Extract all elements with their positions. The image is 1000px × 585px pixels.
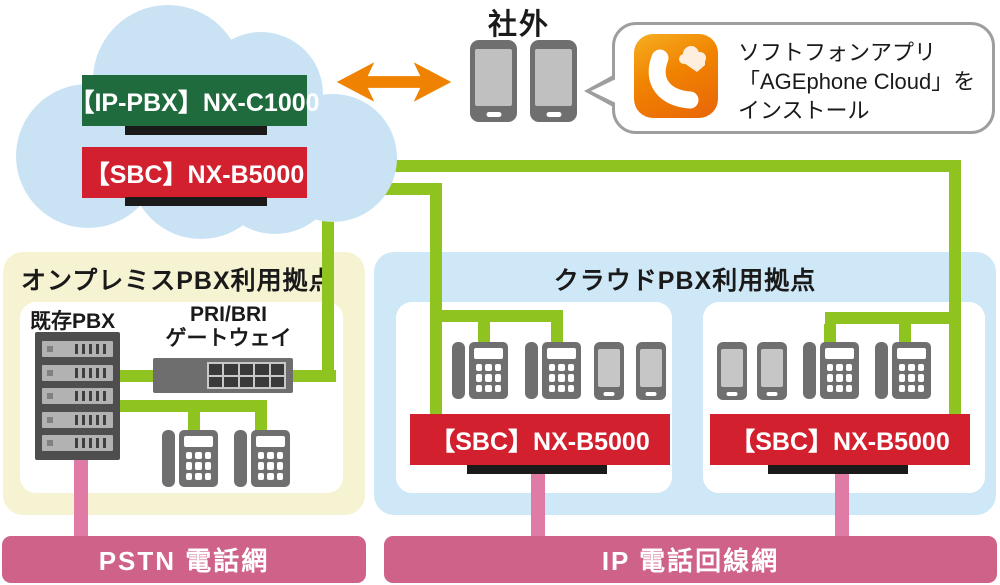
smartphone-icon (636, 342, 666, 400)
smartphone-icon (594, 342, 624, 400)
smartphone-icon (717, 342, 747, 400)
cloud-pbx-zone-title: クラウドPBX利用拠点 (553, 267, 817, 295)
gateway-icon (153, 358, 293, 393)
external-label: 社外 (487, 9, 550, 41)
agephone-app-icon (634, 34, 718, 118)
smartphone-icon (757, 342, 787, 400)
green-drop-right-phone2 (899, 324, 911, 343)
green-link-onprem-vertical (322, 216, 334, 382)
bubble-line-1: ソフトフォンアプリ (738, 40, 937, 65)
gateway-ports (207, 362, 286, 389)
green-link-right-vertical (949, 160, 961, 416)
smartphone-icon (530, 40, 577, 122)
green-link-top-horizontal (352, 160, 961, 172)
cloud-sbc-base (125, 197, 267, 206)
gateway-label-line1: PRI/BRI (189, 303, 267, 326)
onprem-zone-title: オンプレミスPBX利用拠点 (21, 267, 335, 295)
sbc-right-base (768, 465, 908, 474)
green-pbx-to-gateway (115, 370, 163, 382)
green-drop-left-phone1 (478, 322, 490, 343)
pink-link-pbx-pstn (74, 450, 88, 540)
desk-phone-icon (162, 430, 218, 487)
desk-phone-icon (525, 342, 581, 399)
bidirectional-arrow-icon (336, 62, 452, 102)
phone-handset-icon (648, 49, 699, 109)
green-drop-left-phone2 (551, 322, 563, 343)
pink-link-sbc-right (835, 470, 849, 540)
green-drop-onprem-phone1 (188, 412, 200, 432)
pink-link-sbc-left (531, 470, 545, 540)
existing-pbx-label: 既存PBX (30, 310, 116, 333)
sbc-box-left: 【SBC】NX-B5000 (410, 414, 670, 465)
gateway-label-line2: ゲートウェイ (165, 327, 292, 350)
desk-phone-icon (452, 342, 508, 399)
desk-phone-icon (234, 430, 290, 487)
cloud-sbc-box: 【SBC】NX-B5000 (82, 147, 307, 198)
desk-phone-icon (803, 342, 859, 399)
bubble-line-2: 「AGEphone Cloud」を (738, 69, 976, 94)
ip-network-bar: IP 電話回線網 (384, 536, 997, 583)
green-branch-right (825, 312, 961, 324)
ip-pbx-base (125, 126, 267, 135)
cloud-icon-small (679, 46, 706, 72)
gateway-label: PRI/BRI ゲートウェイ (160, 303, 297, 351)
smartphone-icon (470, 40, 517, 122)
desk-phone-icon (875, 342, 931, 399)
sbc-box-right: 【SBC】NX-B5000 (710, 414, 970, 465)
pbx-server-icon (35, 332, 120, 460)
ip-pbx-box: 【IP-PBX】NX-C1000 (69, 75, 320, 126)
bubble-text: ソフトフォンアプリ 「AGEphone Cloud」を インストール (738, 38, 975, 125)
green-drop-onprem-phone2 (255, 412, 267, 432)
bubble-line-3: インストール (738, 98, 870, 123)
sbc-left-base (467, 465, 607, 474)
green-drop-right-phone1 (824, 324, 836, 343)
green-branch-left (430, 310, 563, 322)
green-link-left-vertical (430, 183, 442, 415)
pstn-network-bar: PSTN 電話網 (2, 536, 366, 583)
green-pbx-to-phones (115, 400, 267, 412)
